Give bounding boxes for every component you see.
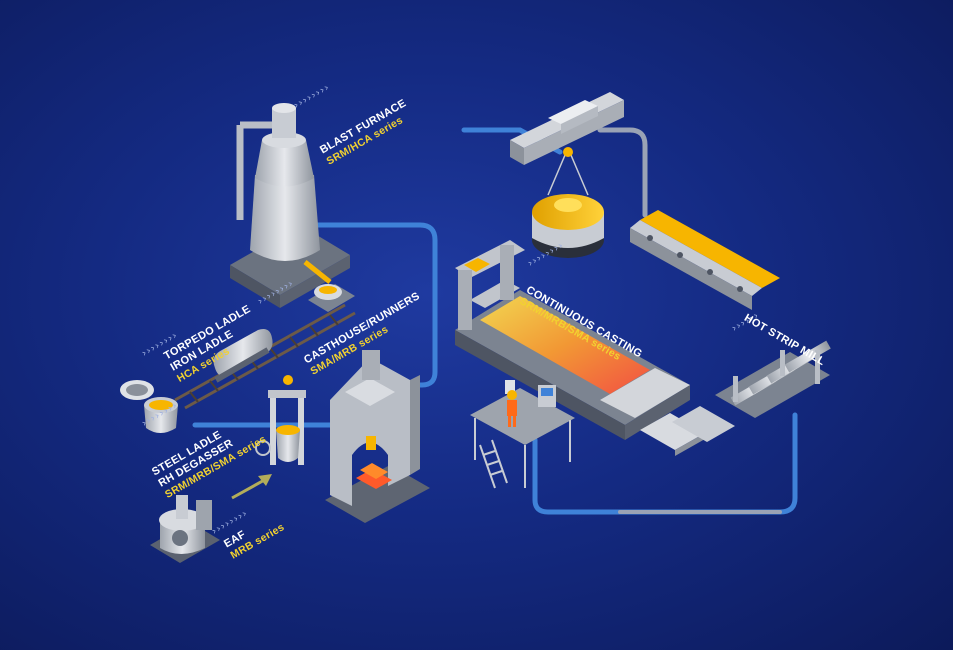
blast-furnace (230, 103, 350, 308)
overhead-crane (510, 92, 624, 196)
iron-ladle-car (308, 284, 355, 312)
rh-degasser (255, 375, 306, 465)
eaf-arrow (231, 474, 272, 500)
forging-press (325, 350, 430, 523)
operator-worker (507, 390, 517, 427)
torpedo-car (213, 329, 273, 383)
lifting-magnet (532, 194, 604, 258)
steel-slabs (640, 406, 735, 456)
flow-line-grey-crane (597, 127, 648, 218)
flow-line-blue-top (315, 222, 438, 388)
rail-track (174, 303, 356, 410)
steel-ladle-empty (120, 380, 154, 400)
eaf-furnace (150, 495, 220, 563)
hot-strip-mill (715, 340, 831, 418)
flow-lines (192, 127, 798, 515)
steel-ladle-full (144, 397, 178, 433)
roller-conveyor (630, 210, 780, 310)
operator-platform (470, 380, 575, 489)
